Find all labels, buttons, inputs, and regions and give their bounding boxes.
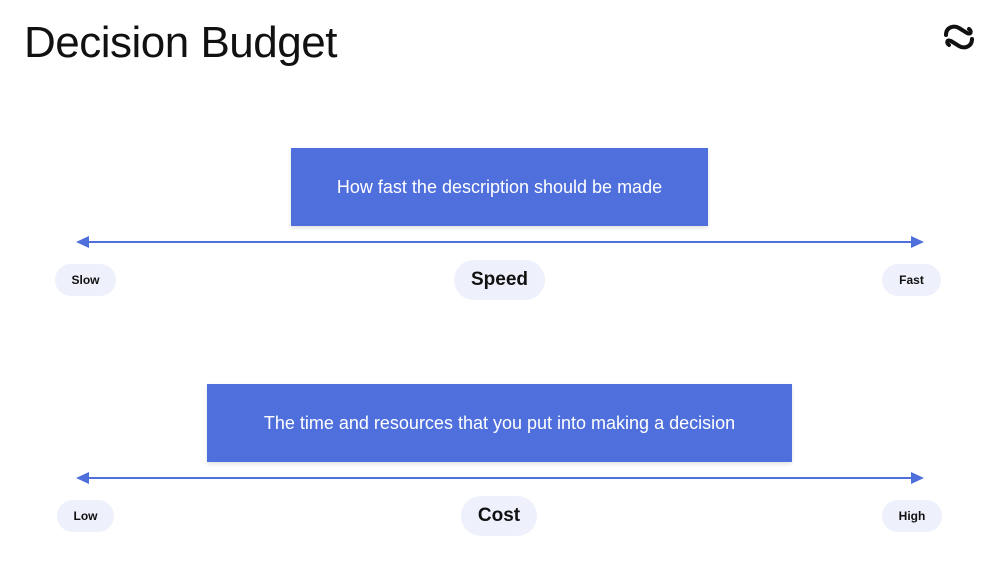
cost-description-box: The time and resources that you put into… xyxy=(207,384,792,462)
cost-double-arrow-icon xyxy=(76,472,924,484)
speed-right-label-text: Fast xyxy=(899,273,924,287)
speed-axis-label: Speed xyxy=(454,260,545,300)
cost-axis-label-text: Cost xyxy=(477,505,521,526)
cost-description: The time and resources that you put into… xyxy=(263,412,736,433)
speed-right-label: Fast xyxy=(882,264,941,296)
speed-description: How fast the description should be made xyxy=(336,176,663,197)
cost-axis-label: Cost xyxy=(461,496,537,536)
speed-left-label: Slow xyxy=(55,264,116,296)
cost-right-label: High xyxy=(882,500,942,532)
speed-double-arrow-icon xyxy=(76,236,924,248)
page-title: Decision Budget xyxy=(24,18,337,67)
brand-logo-icon xyxy=(944,24,974,50)
speed-description-box: How fast the description should be made xyxy=(291,148,708,226)
speed-axis-label-text: Speed xyxy=(470,269,529,290)
cost-right-label-text: High xyxy=(898,509,926,523)
speed-left-label-text: Slow xyxy=(71,273,100,287)
cost-left-label: Low xyxy=(57,500,114,532)
cost-left-label-text: Low xyxy=(73,509,98,523)
